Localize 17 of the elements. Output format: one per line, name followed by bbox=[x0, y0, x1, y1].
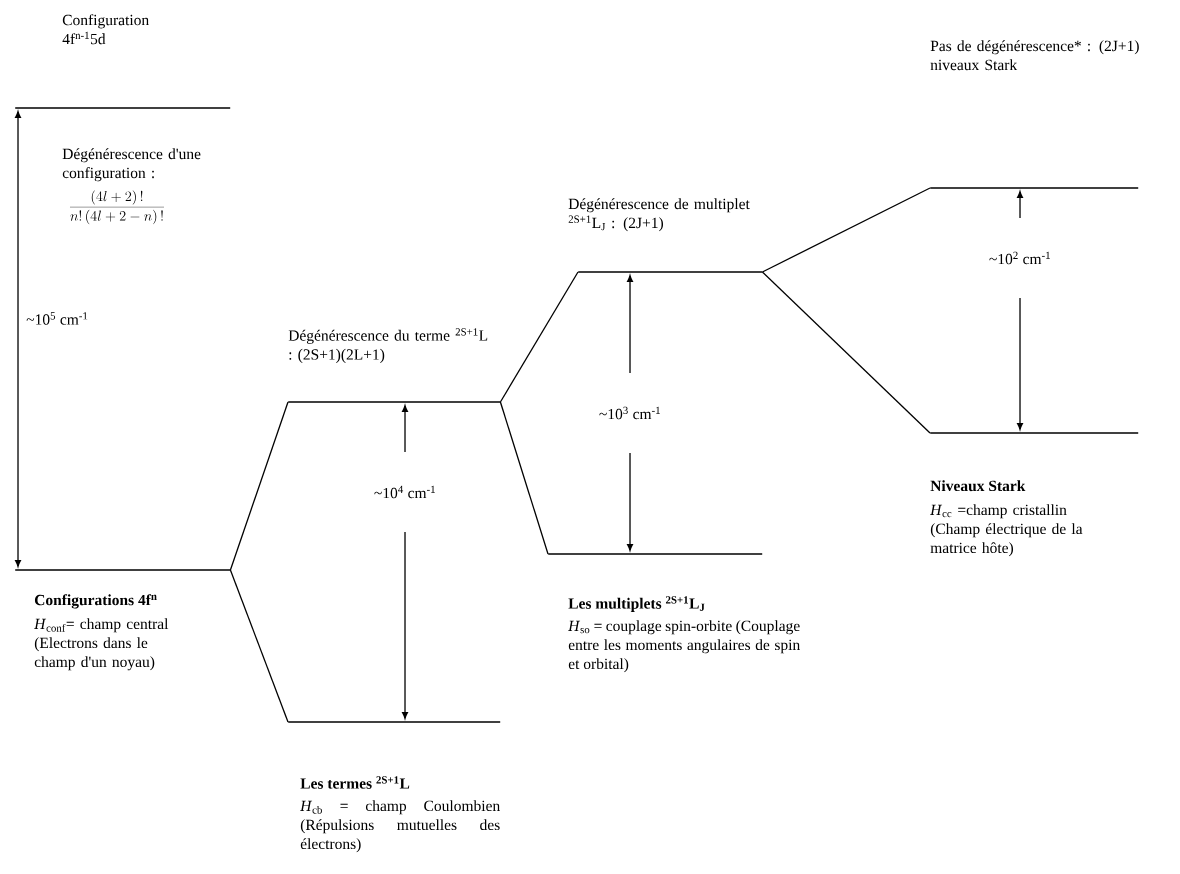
branch-line bbox=[499, 401, 549, 555]
description-text: H$_{cc}$ =champ cristallin (Champ électrique de la matrice hôte) bbox=[930, 504, 1083, 557]
description-text: H$_{conf}$= champ central (Electrons dans le champ d'un noyau) bbox=[34, 618, 169, 671]
description-text: Configuration 4f$^{n-1}$5d bbox=[62, 14, 149, 45]
description-text: Pas de dégénérescence* : (2J+1) niveaux Stark bbox=[930, 40, 1139, 71]
branch-line bbox=[499, 271, 579, 403]
branch-line bbox=[761, 187, 931, 273]
energy-label: ~10$^{5}$ cm$^{-1}$ bbox=[26, 312, 88, 325]
formula: $\frac{(4l+2)\,!}{n!\,(4l+2-n)\,!}$ bbox=[70, 190, 164, 225]
energy-label: ~10$^{3}$ cm$^{-1}$ bbox=[595, 403, 665, 423]
branch-line bbox=[229, 569, 289, 723]
energy-label: ~10$^{4}$ cm$^{-1}$ bbox=[370, 482, 440, 502]
description-text: H$_{cb}$ = champ Coulombien (Répulsions mutuelles des électrons) bbox=[300, 800, 500, 853]
description-text: H$_{so}$ = couplage spin-orbite (Couplage entre les moments angulaires de spin et orbital) bbox=[568, 620, 800, 673]
branch-line bbox=[229, 401, 289, 571]
energy-label: ~10$^{2}$ cm$^{-1}$ bbox=[985, 248, 1055, 268]
branch-line bbox=[761, 271, 931, 434]
